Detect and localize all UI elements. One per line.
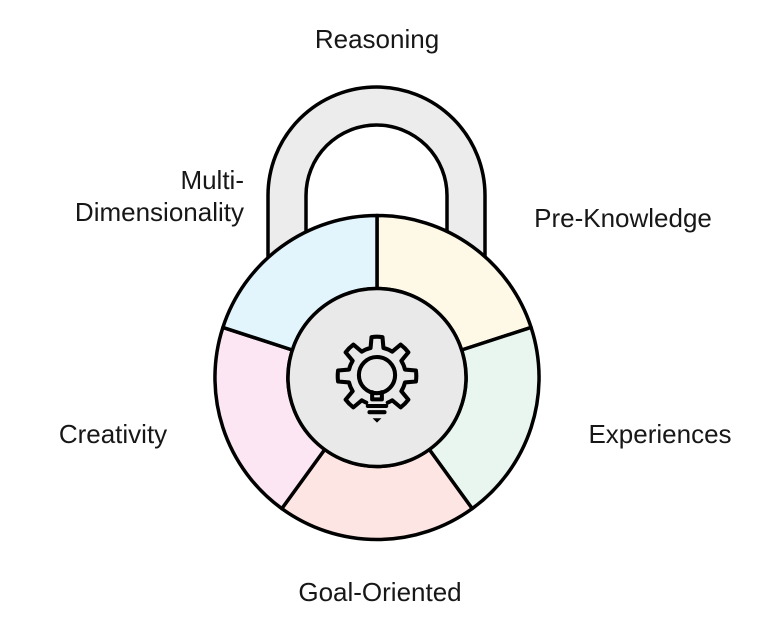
- label-goal-oriented: Goal-Oriented: [298, 577, 462, 607]
- label-pre-knowledge: Pre-Knowledge: [534, 203, 712, 233]
- gear-outline: [335, 334, 419, 410]
- bulb-base-tip: [372, 418, 382, 423]
- label-creativity: Creativity: [58, 419, 168, 449]
- bulb-neck: [370, 390, 384, 402]
- label-multi-dimensionality: Multi- Dimensionality: [75, 164, 244, 228]
- label-reasoning: Reasoning: [314, 24, 440, 54]
- gear-lightbulb-icon: [335, 334, 419, 423]
- label-multi-dimensionality-line1: Multi-: [180, 165, 244, 195]
- label-experiences: Experiences: [588, 419, 732, 449]
- segment-ring: [213, 213, 541, 542]
- label-multi-dimensionality-line2: Dimensionality: [74, 197, 244, 227]
- hub-circle: [286, 286, 468, 469]
- padlock-shackle: [266, 85, 487, 302]
- bulb-glass: [356, 354, 398, 396]
